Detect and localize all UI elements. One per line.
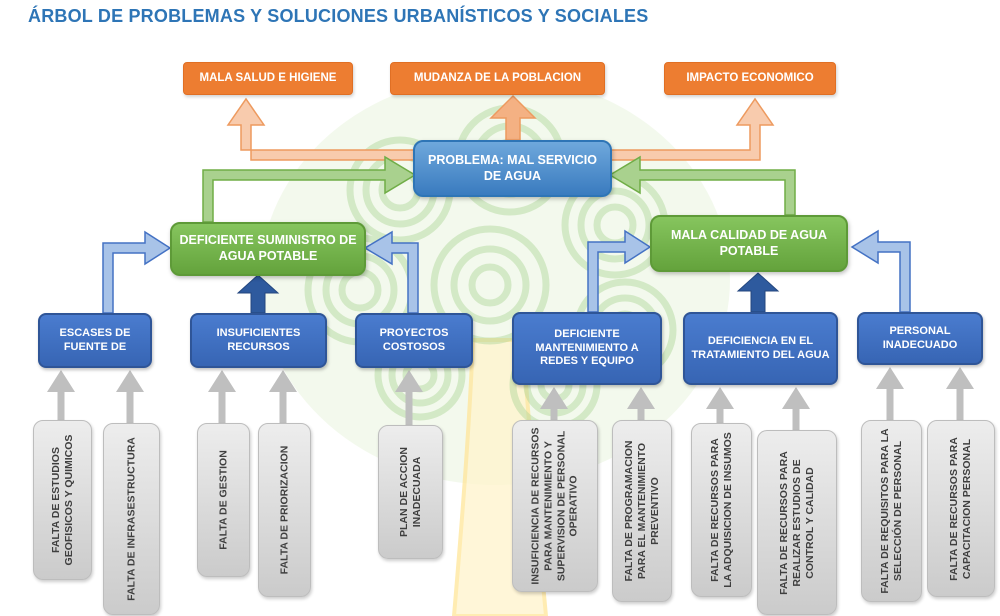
arrow-cause-left-to-problem — [202, 155, 417, 223]
arrow-root-3 — [208, 370, 236, 423]
arrow-root-4 — [269, 370, 297, 423]
sub-cause-box-proyectos: PROYECTOS COSTOSOS — [355, 313, 473, 368]
root-cause-label-10: FALTA DE REQUISITOS PARA LA SELECCIÓN DE… — [878, 428, 904, 594]
arrow-proyectos-to-suministro — [363, 230, 419, 314]
root-cause-label-7: FALTA DE PROGRAMACION PARA EL MANTENIMIE… — [622, 440, 661, 582]
effect-arrows — [226, 94, 775, 161]
root-cause-box-11: FALTA DE RECURSOS PARA CAPACITACION PERS… — [927, 420, 995, 597]
root-cause-box-3: FALTA DE GESTION — [197, 423, 250, 577]
root-cause-box-2: FALTA DE INFRASESTRUCTURA — [103, 423, 160, 615]
arrow-problem-to-effect-left — [226, 97, 416, 161]
root-cause-label-11: FALTA DE RECURSOS PARA CAPACITACION PERS… — [948, 436, 973, 581]
arrow-root-11 — [946, 367, 974, 420]
root-cause-label-5: PLAN DE ACCION INADECUADA — [397, 446, 423, 538]
arrow-root-9 — [782, 387, 810, 430]
root-cause-label-3: FALTA DE GESTION — [217, 450, 230, 550]
sub-cause-box-tratamiento: DEFICIENCIA EN EL TRATAMIENTO DEL AGUA — [683, 312, 838, 385]
arrow-root-2 — [116, 370, 144, 423]
sub-cause-box-recursos: INSUFICIENTES RECURSOS — [190, 313, 327, 368]
root-cause-box-7: FALTA DE PROGRAMACION PARA EL MANTENIMIE… — [612, 420, 672, 602]
arrow-problem-to-effect-center — [489, 94, 537, 141]
root-cause-box-4: FALTA DE PRIORIZACION — [258, 423, 311, 597]
sub-cause-vertical-arrows — [236, 272, 780, 314]
root-cause-label-4: FALTA DE PRIORIZACION — [278, 445, 291, 575]
arrow-mantenimiento-to-calidad — [587, 229, 652, 313]
effect-box-mala-salud: MALA SALUD E HIGIENE — [183, 62, 353, 95]
root-cause-label-8: FALTA DE RECURSOS PARA LA ADQUISICION DE… — [708, 432, 734, 588]
arrow-cause-right-to-problem — [608, 155, 796, 216]
arrow-personal-to-calidad — [850, 229, 911, 313]
arrow-tratamiento-to-calidad — [736, 272, 780, 313]
effect-box-impacto: IMPACTO ECONOMICO — [664, 62, 836, 95]
page-title: ÁRBOL DE PROBLEMAS Y SOLUCIONES URBANÍST… — [28, 6, 649, 26]
arrow-problem-to-effect-right — [609, 97, 775, 161]
arrow-escases-to-suministro — [102, 230, 172, 314]
root-cause-box-1: FALTA DE ESTUDIOS GEOFISICOS Y QUIMICOS — [33, 420, 92, 580]
sub-cause-box-mantenimiento: DEFICIENTE MANTENIMIENTO A REDES Y EQUIP… — [512, 312, 662, 385]
arrow-root-1 — [47, 370, 75, 420]
arrow-root-6 — [540, 387, 568, 420]
main-cause-box-calidad: MALA CALIDAD DE AGUA POTABLE — [650, 215, 848, 272]
main-cause-arrows — [202, 155, 796, 223]
main-cause-box-suministro: DEFICIENTE SUMINISTRO DE AGUA POTABLE — [170, 222, 366, 276]
root-cause-box-9: FALTA DE RECURSOS PARA REALIZAR ESTUDIOS… — [757, 430, 837, 615]
root-cause-label-6: INSUFICIENCIA DE RECURSOS PARA MANTENIMI… — [529, 427, 580, 585]
root-cause-arrows — [47, 367, 974, 430]
arrow-root-8 — [706, 387, 734, 423]
root-cause-box-8: FALTA DE RECURSOS PARA LA ADQUISICION DE… — [691, 423, 752, 597]
problem-box: PROBLEMA: MAL SERVICIO DE AGUA — [413, 140, 612, 197]
root-cause-box-6: INSUFICIENCIA DE RECURSOS PARA MANTENIMI… — [512, 420, 598, 592]
root-cause-label-1: FALTA DE ESTUDIOS GEOFISICOS Y QUIMICOS — [49, 434, 75, 566]
root-cause-box-5: PLAN DE ACCION INADECUADA — [378, 425, 443, 559]
arrow-root-5 — [395, 370, 423, 425]
arrow-recursos-to-suministro — [236, 274, 280, 314]
arrow-root-10 — [876, 367, 904, 420]
arrow-root-7 — [627, 387, 655, 420]
root-cause-label-2: FALTA DE INFRASESTRUCTURA — [125, 437, 138, 601]
root-cause-label-9: FALTA DE RECURSOS PARA REALIZAR ESTUDIOS… — [777, 450, 816, 595]
root-cause-box-10: FALTA DE REQUISITOS PARA LA SELECCIÓN DE… — [861, 420, 922, 602]
sub-cause-box-personal: PERSONAL INADECUADO — [857, 312, 983, 365]
sub-cause-elbow-arrows — [102, 229, 911, 314]
sub-cause-box-escases: ESCASES DE FUENTE DE — [38, 313, 152, 368]
effect-box-mudanza: MUDANZA DE LA POBLACION — [390, 62, 605, 95]
